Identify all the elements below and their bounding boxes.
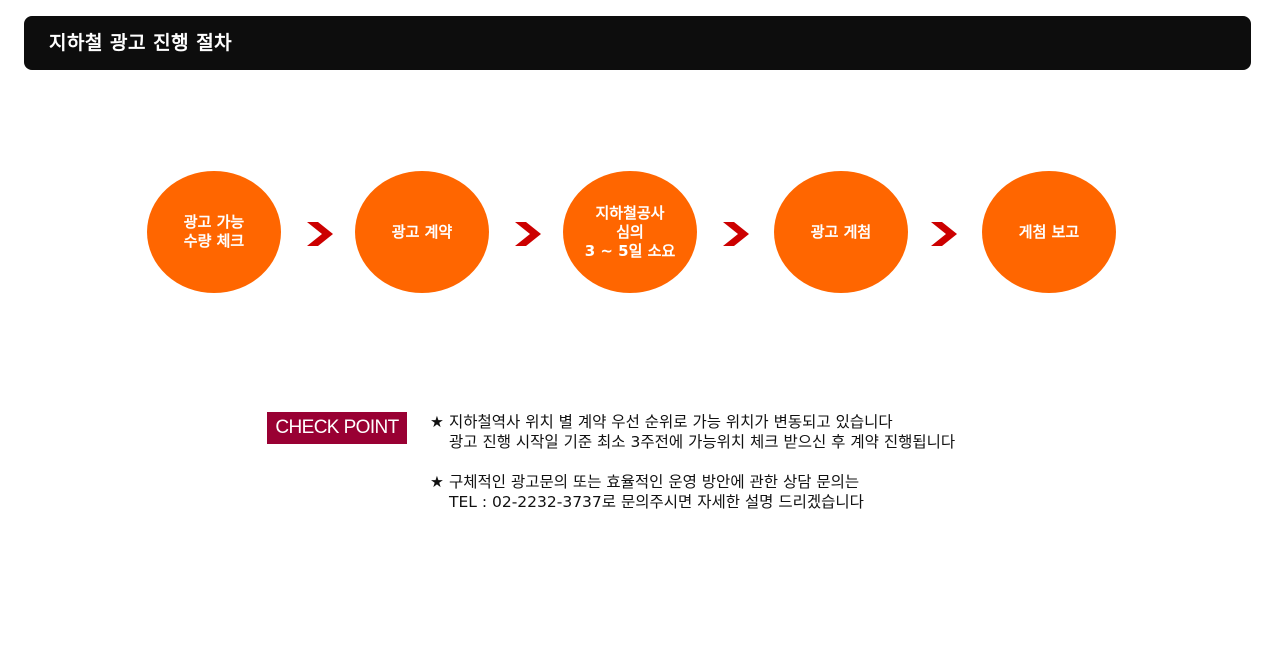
check-point-badge: CHECK POINT — [267, 412, 407, 444]
note-text: 지하철역사 위치 별 계약 우선 순위로 가능 위치가 변동되고 있습니다 — [449, 413, 893, 431]
step-label: 광고 게첨 — [810, 222, 872, 241]
step-review: 지하철공사 심의 3 ~ 5일 소요 — [563, 171, 697, 293]
step-report: 게첨 보고 — [982, 171, 1116, 293]
check-point-notes: ★ 지하철역사 위치 별 계약 우선 순위로 가능 위치가 변동되고 있습니다 광… — [430, 412, 1230, 532]
page-title: 지하철 광고 진행 절차 — [49, 32, 233, 54]
chevron-right-icon — [515, 222, 541, 246]
note-text: TEL : 02-2232-3737로 문의주시면 자세한 설명 드리겠습니다 — [449, 493, 864, 511]
chevron-right-icon — [307, 222, 333, 246]
note-text: 광고 진행 시작일 기준 최소 3주전에 가능위치 체크 받으신 후 계약 진행… — [449, 433, 956, 451]
star-icon: ★ — [430, 413, 444, 431]
note-text: 구체적인 광고문의 또는 효율적인 운영 방안에 관한 상담 문의는 — [449, 473, 860, 491]
note-item: ★ 지하철역사 위치 별 계약 우선 순위로 가능 위치가 변동되고 있습니다 광… — [430, 412, 1230, 452]
star-icon: ★ — [430, 473, 444, 491]
step-label: 지하철공사 심의 3 ~ 5일 소요 — [584, 203, 676, 260]
step-contract: 광고 계약 — [355, 171, 489, 293]
header-bar: 지하철 광고 진행 절차 — [24, 16, 1251, 70]
step-posting: 광고 게첨 — [774, 171, 908, 293]
step-label: 광고 계약 — [391, 222, 453, 241]
note-line: ★ 구체적인 광고문의 또는 효율적인 운영 방안에 관한 상담 문의는 — [430, 472, 1230, 492]
chevron-right-icon — [723, 222, 749, 246]
note-item: ★ 구체적인 광고문의 또는 효율적인 운영 방안에 관한 상담 문의는 TEL … — [430, 472, 1230, 512]
note-line: ★ 지하철역사 위치 별 계약 우선 순위로 가능 위치가 변동되고 있습니다 — [430, 412, 1230, 432]
chevron-right-icon — [931, 222, 957, 246]
step-label: 게첨 보고 — [1018, 222, 1080, 241]
step-quantity-check: 광고 가능 수량 체크 — [147, 171, 281, 293]
step-label: 광고 가능 수량 체크 — [183, 213, 245, 250]
